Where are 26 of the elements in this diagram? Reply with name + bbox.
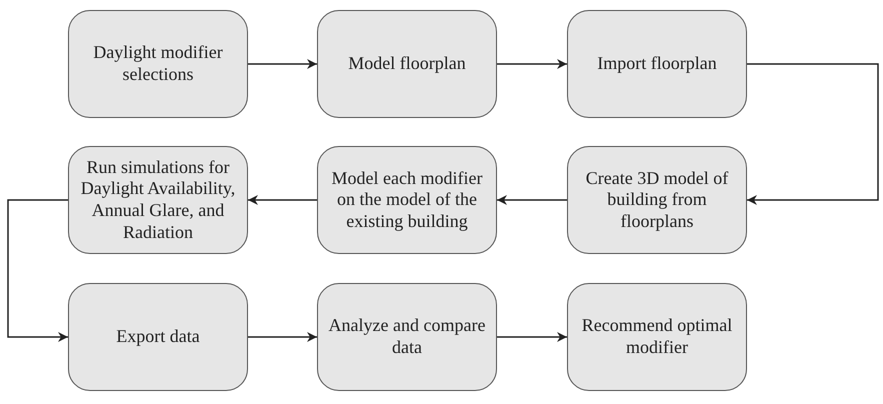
step-label: Analyze and compare data	[328, 315, 486, 359]
process-box	[68, 146, 248, 254]
arrow	[497, 332, 567, 342]
arrow	[7, 199, 68, 342]
arrow	[248, 332, 317, 342]
process-box	[567, 283, 747, 391]
process-box	[317, 283, 497, 391]
arrow	[497, 195, 567, 205]
process-box	[567, 10, 747, 118]
step-label: Daylight modifier selections	[92, 42, 224, 86]
arrow	[248, 59, 317, 69]
process-box	[317, 146, 497, 254]
process-box	[68, 283, 248, 391]
step-label: Recommend optimal modifier	[580, 315, 734, 359]
step-label: Import floorplan	[597, 53, 717, 75]
arrow	[747, 63, 879, 205]
arrow	[497, 59, 567, 69]
step-label: Create 3D model of building from floorplans	[584, 168, 730, 232]
step-label: Export data	[116, 326, 200, 348]
process-box	[68, 10, 248, 118]
process-box	[567, 146, 747, 254]
step-label: Model each modifier on the model of the existing building	[330, 168, 484, 232]
step-label: Model floorplan	[348, 53, 466, 75]
arrow	[248, 195, 317, 205]
step-label: Run simulations for Daylight Availability, Annual Glare, and Radiation	[80, 156, 236, 244]
process-box	[317, 10, 497, 118]
